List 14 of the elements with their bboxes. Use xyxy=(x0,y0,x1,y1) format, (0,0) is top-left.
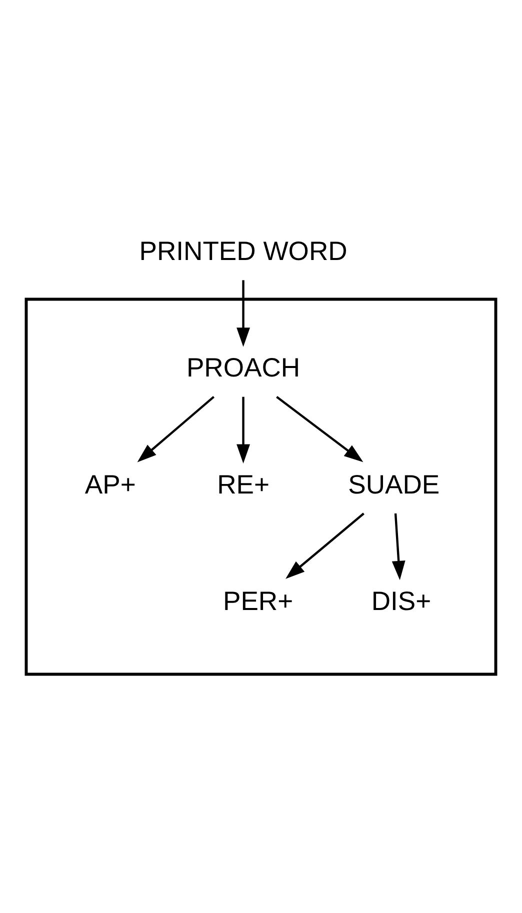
node-text: PER+ xyxy=(222,586,294,616)
node-text: AP+ xyxy=(84,469,136,500)
arrow xyxy=(137,396,215,462)
arrow xyxy=(276,396,364,462)
arrow xyxy=(286,512,364,579)
arrow xyxy=(392,513,406,580)
node-text: SUADE xyxy=(348,469,440,500)
node-text: PROACH xyxy=(186,352,300,383)
cluster xyxy=(24,298,498,676)
node-text: DIS+ xyxy=(371,586,432,616)
node-text: RE+ xyxy=(217,469,270,500)
node-text: PRINTED WORD xyxy=(139,236,348,266)
arrow xyxy=(236,396,250,464)
arrow xyxy=(236,280,250,347)
